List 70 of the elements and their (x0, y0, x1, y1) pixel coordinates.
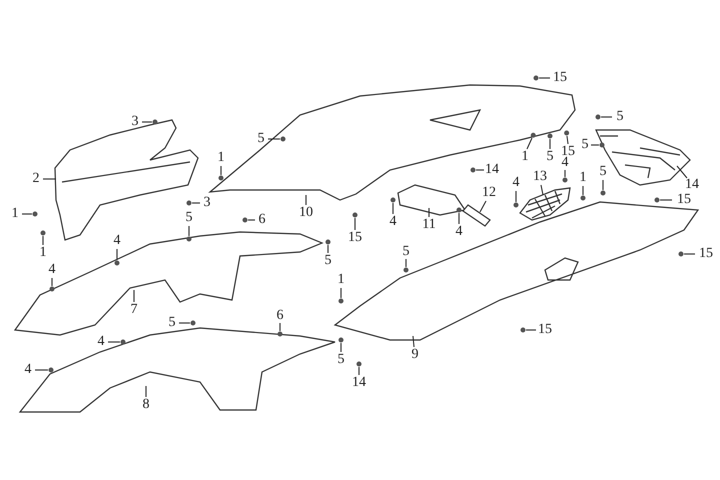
leader-line (42, 236, 44, 246)
callout-number: 6 (276, 308, 284, 323)
callout-number: 5 (582, 137, 588, 152)
callout-number: 5 (324, 253, 332, 268)
callout-number: 2 (32, 171, 40, 186)
callout-number: 1 (580, 170, 586, 185)
callout-number: 5 (186, 210, 192, 225)
callout-number: 6 (258, 212, 266, 227)
callout-number: 1 (218, 150, 224, 165)
callout-number: 4 (512, 175, 520, 190)
leader-line (392, 202, 394, 214)
callout-number: 15 (699, 246, 713, 261)
callout-number: 1 (338, 272, 344, 287)
callout-number: 7 (130, 302, 138, 317)
leader-line (582, 186, 584, 196)
leader-line (590, 144, 600, 146)
callout-number: 5 (616, 109, 624, 124)
callout-number: 11 (422, 217, 436, 232)
leader-line (358, 366, 360, 376)
leader-line (192, 202, 200, 204)
callout-number: 12 (482, 185, 496, 200)
callout-number: 14 (485, 162, 499, 177)
callout-number: 15 (553, 70, 567, 85)
callout-number: 15 (348, 230, 362, 245)
callout-number: 3 (132, 114, 138, 129)
callout-number: 4 (114, 233, 120, 248)
callout-number: 4 (24, 362, 32, 377)
callout-number: 15 (677, 192, 691, 207)
leader-line (540, 184, 544, 196)
leader-line (458, 212, 460, 224)
leader-line (676, 166, 688, 178)
callout-number: 9 (412, 347, 418, 362)
callout-number: 14 (685, 177, 699, 192)
leader-line (602, 180, 604, 190)
callout-number: 4 (48, 262, 56, 277)
callout-number: 4 (456, 224, 462, 239)
leader-line (526, 138, 532, 150)
callout-number: 5 (402, 244, 410, 259)
callout-number: 5 (168, 315, 176, 330)
callout-number: 3 (204, 195, 210, 210)
callout-number: 10 (299, 205, 313, 220)
callout-number: 4 (390, 214, 396, 229)
leader-line (188, 226, 190, 236)
leader-line (600, 116, 612, 118)
callout-number: 14 (352, 375, 366, 390)
callout-number: 4 (562, 155, 568, 170)
leader-line (412, 336, 414, 348)
leader-line (480, 200, 486, 212)
leader-line (564, 170, 566, 178)
callout-number: 1 (40, 245, 46, 260)
callout-number: 5 (546, 149, 554, 164)
callout-number: 13 (533, 169, 547, 184)
leader-line (178, 322, 190, 324)
leader-line (116, 248, 118, 260)
callout-number: 1 (12, 206, 18, 221)
leader-line (42, 178, 56, 180)
callout-number: 4 (98, 334, 104, 349)
callout-number: 5 (338, 352, 344, 367)
callout-number: 5 (600, 164, 606, 179)
leader-line (268, 138, 280, 140)
callout-number: 8 (142, 397, 150, 412)
leader-line (340, 288, 342, 298)
leader-line (220, 166, 222, 176)
leader-line (566, 136, 568, 144)
callout-number: 15 (538, 322, 552, 337)
leader-line (340, 342, 342, 352)
leader-line (354, 218, 356, 230)
leader-line (428, 208, 430, 218)
callout-number: 1 (522, 149, 528, 164)
callout-number: 5 (258, 131, 264, 146)
